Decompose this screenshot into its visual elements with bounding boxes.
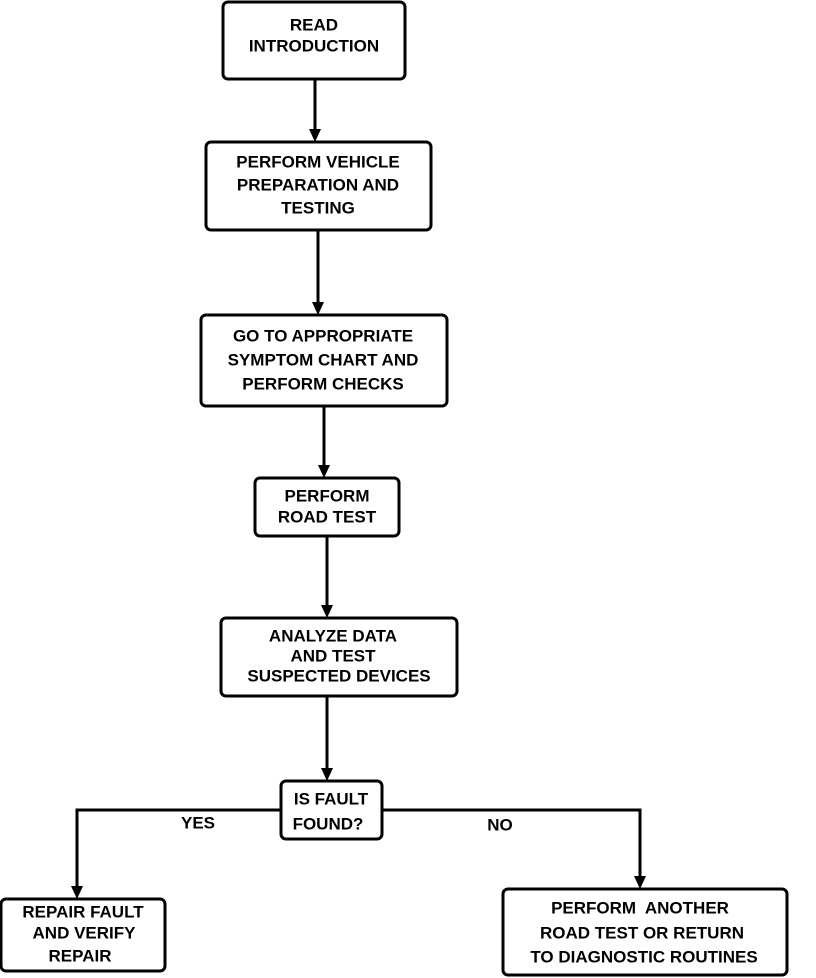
arrowhead: [634, 876, 646, 889]
arrowhead: [321, 605, 333, 618]
node-label-line: GO TO APPROPRIATE: [233, 326, 413, 345]
node-read-introduction: READ INTRODUCTION: [221, 0, 407, 81]
node-label-line: TESTING: [281, 198, 355, 217]
node-label-line: AND TEST: [291, 646, 377, 665]
node-label-line: SUSPECTED DEVICES: [247, 666, 430, 685]
connector-no-branch: [382, 808, 642, 878]
node-label-line: PREPARATION AND: [237, 175, 399, 194]
edge-label-yes: YES: [181, 813, 215, 832]
node-analyze-data: ANALYZE DATA AND TEST SUSPECTED DEVICES: [219, 616, 459, 698]
node-label-line: PERFORM VEHICLE: [236, 152, 399, 171]
node-label-line: IS FAULT: [294, 789, 369, 808]
node-label-line: SYMPTOM CHART AND: [228, 350, 419, 369]
edge-label-no: NO: [487, 815, 513, 834]
arrowhead: [312, 302, 324, 315]
node-symptom-chart: GO TO APPROPRIATE SYMPTOM CHART AND PERF…: [199, 313, 449, 408]
connector-yes-branch: [75, 808, 281, 888]
arrowhead: [309, 129, 321, 142]
arrowhead: [318, 465, 330, 478]
node-label-line: INTRODUCTION: [249, 36, 379, 55]
node-vehicle-preparation: PERFORM VEHICLE PREPARATION AND TESTING: [204, 140, 433, 232]
node-label-line: PERFORM ANOTHER: [551, 898, 729, 917]
node-label-line: REPAIR: [49, 946, 112, 965]
node-label-line: READ: [290, 15, 338, 34]
node-road-test: PERFORM ROAD TEST: [253, 476, 401, 538]
node-decision-fault-found: IS FAULT FOUND?: [279, 779, 384, 841]
node-label-line: FOUND?: [293, 814, 364, 833]
node-label-line: PERFORM CHECKS: [242, 374, 404, 393]
node-another-road-test: PERFORM ANOTHER ROAD TEST OR RETURN TO D…: [501, 887, 789, 977]
node-label-line: TO DIAGNOSTIC ROUTINES: [530, 947, 757, 966]
connectors: [71, 79, 646, 899]
node-label-line: PERFORM: [285, 486, 370, 505]
node-repair-fault: REPAIR FAULT AND VERIFY REPAIR: [0, 897, 167, 973]
arrowhead: [71, 886, 83, 899]
node-label-line: ANALYZE DATA: [269, 626, 397, 645]
node-label-line: REPAIR FAULT: [22, 902, 144, 921]
node-label-line: ROAD TEST OR RETURN: [540, 923, 744, 942]
node-label-line: AND VERIFY: [33, 923, 137, 942]
node-label-line: ROAD TEST: [278, 507, 377, 526]
arrowhead: [321, 768, 333, 781]
